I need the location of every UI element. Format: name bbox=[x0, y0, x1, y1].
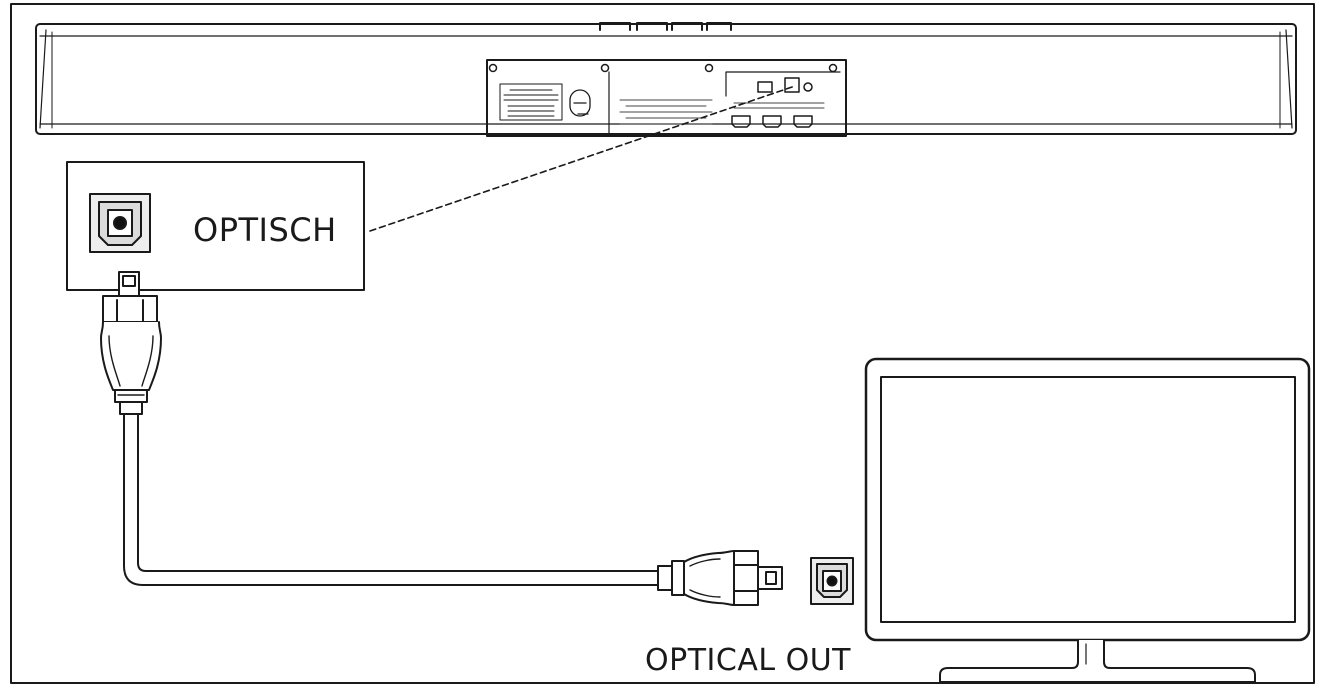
optisch-callout-box bbox=[66, 161, 365, 291]
diagram-frame bbox=[10, 3, 1315, 684]
tv-bezel bbox=[864, 357, 1311, 642]
hdmi-ports bbox=[731, 115, 813, 128]
optical-cable bbox=[123, 413, 659, 586]
optical-out-label: OPTICAL OUT bbox=[645, 643, 851, 678]
usb-port bbox=[757, 81, 773, 93]
tv-optical-port-icon bbox=[810, 557, 854, 605]
rating-label bbox=[499, 83, 563, 121]
television bbox=[864, 357, 1311, 683]
optisch-label: OPTISCH bbox=[193, 211, 337, 249]
soundbar-optical-port bbox=[784, 77, 800, 93]
power-socket-icon bbox=[569, 89, 591, 117]
optical-plug-vertical bbox=[100, 271, 162, 415]
soundbar-body bbox=[35, 23, 1297, 135]
soundbar-rear-panel bbox=[486, 59, 847, 137]
input-markings bbox=[619, 99, 825, 125]
callout-line bbox=[369, 85, 796, 232]
panel-screws bbox=[488, 63, 838, 73]
optical-plug-horizontal bbox=[657, 550, 783, 606]
tv-screen bbox=[880, 376, 1296, 623]
optical-port-icon bbox=[89, 193, 151, 253]
tv-stand bbox=[939, 639, 1256, 683]
aux-jack bbox=[803, 82, 813, 92]
soundbar bbox=[35, 22, 1297, 137]
